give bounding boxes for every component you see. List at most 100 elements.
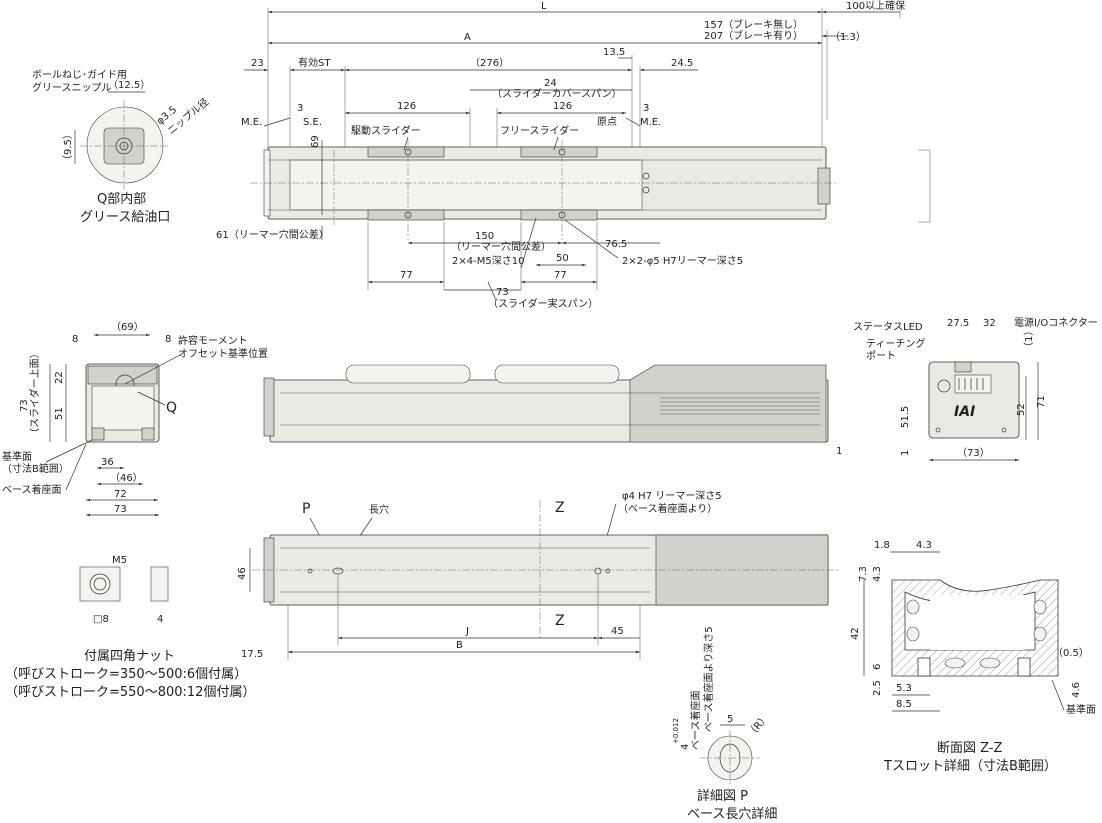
label-reamer-tol: （リーマー穴間公差） [451,240,551,253]
dim-brake-off: 157（ブレーキ無し） [704,18,803,31]
end-view-right: ステータスLED 27.5 32 電源I/Oコネクター ティーチング ポート I… [853,316,1098,462]
label-long-hole: 長穴 [369,503,389,516]
drive-slider-top [367,146,445,158]
dim-50: 50 [556,253,569,264]
dim-2-5: 2.5 [872,680,883,696]
dim-24: 24 [544,78,557,89]
dim-4-3-h: 4.3 [916,540,932,551]
dim-1-8: 1.8 [874,540,890,551]
dim-17-5: 17.5 [241,649,263,660]
end-block-right [928,361,1020,439]
dim-76-5: 76.5 [605,239,627,250]
dim-126-a: 126 [397,101,416,112]
label-teaching-1: ティーチング [866,337,925,350]
dim-77-a: 77 [400,270,413,281]
dim-69: 69 [310,135,321,148]
dim-0-5: （0.5） [1053,647,1089,659]
dim-3-a: 3 [297,103,303,114]
dim-4-nut: 4 [157,614,163,625]
label-phi4: φ4 H7 リーマー深さ5 [622,490,722,502]
detail-p: ベース着座面より深さ5 4 +0.012 ベース着座面 5 （R） 詳細図 P … [672,626,777,822]
dim-5-p: 5 [727,714,733,725]
dim-1-side: 1 [836,446,842,457]
dim-sq8: □8 [93,614,109,625]
dim-46: （46） [110,472,143,484]
dim-24-5: 24.5 [671,58,693,69]
label-connector: 電源I/Oコネクター [1014,316,1098,329]
dim-52: 52 [1016,403,1027,416]
square-nut-side [150,566,169,602]
dim-276: （276） [470,57,509,69]
dim-A: A [464,32,471,43]
label-ref-range: （寸法B範囲） [2,462,69,475]
caption-p-1: 詳細図 P [697,788,748,804]
dim-6: 6 [872,664,883,670]
label-origin: 原点 [597,116,617,128]
square-nut-front [79,566,121,602]
dim-J: J [465,626,469,637]
label-q: Q [166,400,177,416]
label-drive-slider: 駆動スライダー [351,124,421,137]
dim-23: 23 [251,58,264,69]
label-depth: ベース着座面より深さ5 [702,626,715,732]
dim-27-5: 27.5 [947,318,969,329]
dim-22: 22 [54,371,65,384]
label-base-face: ベース着座面 [2,483,62,496]
end-view-left: （69） 8 8 許容モーメント オフセット基準位置 22 73 （スライダー上… [2,321,268,517]
dim-5-3: 5.3 [896,683,912,694]
dim-77-b: 77 [554,270,567,281]
side-view: 1 [263,364,842,457]
label-moment: 許容モーメント [178,334,248,347]
label-slider-top: （スライダー上面） [28,348,41,438]
dim-46-bottom: 46 [237,567,248,580]
dim-71: 71 [1036,395,1047,408]
caption-nut-3: （呼びストローク=550～800:12個付属） [5,685,255,700]
label-teaching-2: ポート [866,350,896,362]
dim-L: L [541,1,547,12]
dim-tol: 4 [680,744,691,750]
dim-150: 150 [475,231,494,242]
dim-73-r: （73） [957,447,990,459]
caption-zz-1: 断面図 Z-Z [937,741,1003,756]
label-reamer-holes: 2×2-φ5 H7リーマー深さ5 [622,255,743,267]
label-status-led: ステータスLED [853,321,923,333]
dim-7-3: 7.3 [858,566,869,582]
top-view: L 100以上確保 A 157（ブレーキ無し） 207（ブレーキ有り） （1.3… [216,0,931,310]
dim-45: 45 [611,626,624,637]
label-from-base: （ベース着座面より） [618,502,717,515]
detail-q: ボールねじ･ガイド用 グリースニップル （12.5） （9.5） φ3.5 ニッ… [32,69,211,225]
label-me-right: M.E. [640,117,661,128]
label-slider-real-span: （スライダー実スパン） [488,297,598,310]
dim-8-5: 8.5 [896,699,912,710]
dim-72: 72 [114,489,127,500]
label-offset: オフセット基準位置 [178,347,268,360]
dim-clearance: 100以上確保 [846,0,905,12]
caption-nut-2: （呼びストローク=350～500:6個付属） [5,667,247,682]
dim-8-b: 8 [165,334,171,345]
label-r: （R） [745,712,772,740]
dim-tol-sup: +0.012 [672,718,680,744]
dim-B: B [456,640,463,651]
dim-9-5: （9.5） [62,129,74,165]
dim-3-b: 3 [643,103,649,114]
dim-73-v: 73 [19,399,30,412]
label-z-1: Z [555,500,565,516]
dim-32: 32 [983,318,996,329]
label-ref-face: 基準面 [2,450,32,463]
caption-q-2: グリース給油口 [80,210,170,225]
caption-nut-1: 付属四角ナット [84,649,175,664]
label-m5: M5 [112,555,127,566]
label-grease-nipple-2: グリースニップル [32,81,112,94]
dim-13-5: 13.5 [603,47,625,58]
dim-eff-st: 有効ST [298,56,331,69]
caption-q-1: Q部内部 [97,191,146,207]
bottom-view: P 長穴 Z Z φ4 H7 リーマー深さ5 （ベース着座面より） 46 17.… [237,490,840,660]
label-grease-nipple-1: ボールねじ･ガイド用 [32,69,127,81]
dim-36: 36 [101,457,114,468]
label-ref-face-zz: 基準面 [1066,703,1096,716]
dim-51: 51 [54,407,65,420]
label-z-2: Z [555,613,565,629]
section-zz: 1.8 4.3 7.3 4.3 42 6 2.5 5.3 8.5 （0.5） 4… [850,540,1096,774]
dim-69-end: （69） [111,321,144,333]
dim-1-b: 1 [900,450,911,456]
